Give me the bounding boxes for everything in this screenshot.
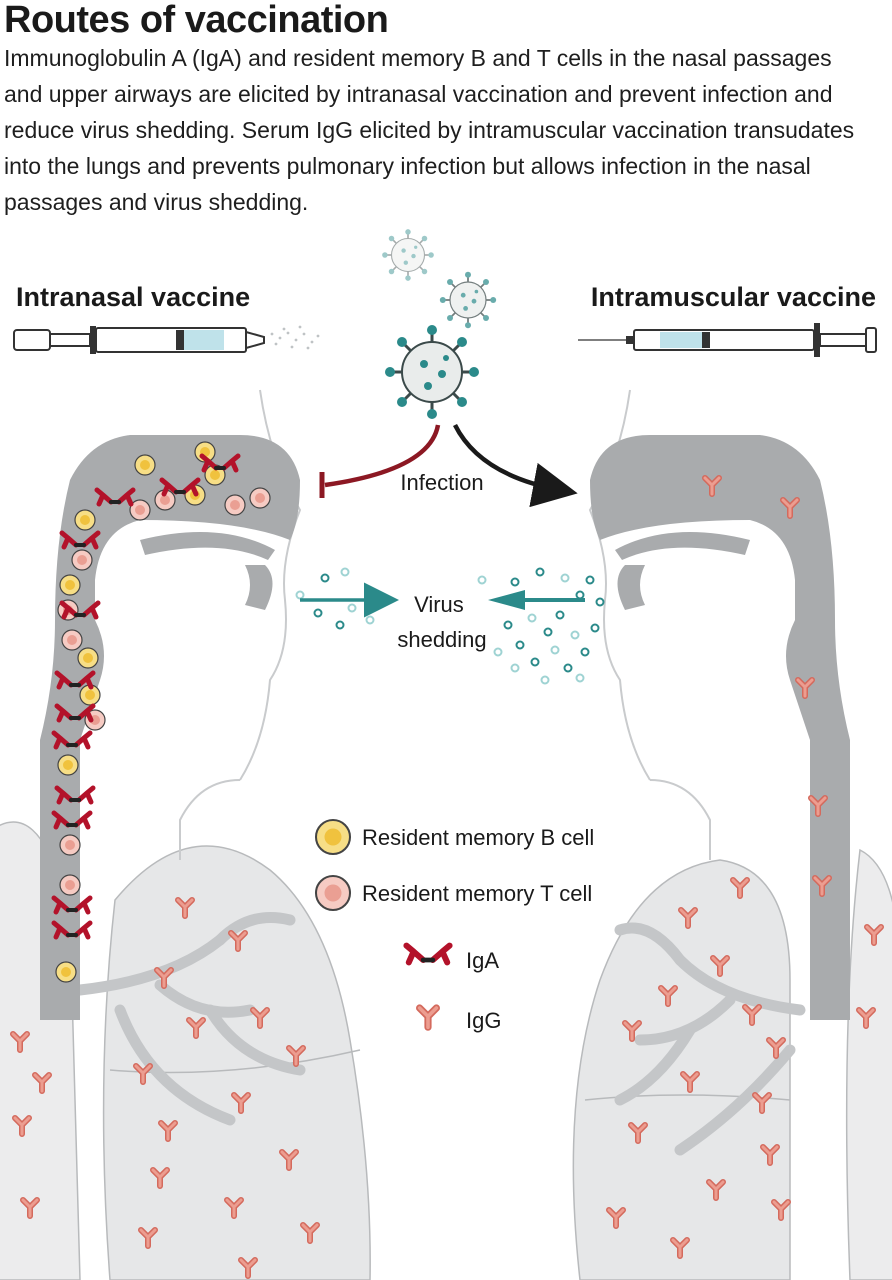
virus-icon xyxy=(381,228,498,421)
right-airway xyxy=(590,435,850,1020)
page-title: Routes of vaccination xyxy=(4,0,389,41)
right-shedding-particles xyxy=(477,567,605,685)
infection-arrow xyxy=(452,423,578,508)
legend-iga-label: IgA xyxy=(466,948,499,973)
legend-igg-label: IgG xyxy=(466,1008,501,1033)
intramuscular-vaccine-label: Intramuscular vaccine xyxy=(591,282,876,312)
right-lungs xyxy=(572,848,892,1280)
nasal-sprayer-icon xyxy=(13,325,320,354)
virus-shedding-line1: Virus xyxy=(414,592,464,617)
virus-shedding-label: Virus shedding xyxy=(397,592,486,652)
caption: Immunoglobulin A (IgA) and resident memo… xyxy=(4,45,855,215)
virus-shedding-line2: shedding xyxy=(397,627,486,652)
syringe-icon xyxy=(578,323,877,357)
legend: Resident memory B cell Resident memory T… xyxy=(314,818,594,1033)
infection-blocked-arrow xyxy=(319,424,441,498)
intranasal-vaccine-label: Intranasal vaccine xyxy=(16,282,250,312)
right-shedding-arrow xyxy=(488,590,585,610)
t-cell-icon xyxy=(314,874,352,912)
infection-label: Infection xyxy=(400,470,483,495)
legend-t-cell-label: Resident memory T cell xyxy=(362,881,592,906)
legend-b-cell-label: Resident memory B cell xyxy=(362,825,594,850)
b-cell-icon xyxy=(314,818,352,856)
igg-antibody-icon xyxy=(420,1008,437,1027)
vaccination-diagram: Infection Virus shedding xyxy=(0,228,892,1280)
iga-antibody-icon xyxy=(406,946,449,963)
